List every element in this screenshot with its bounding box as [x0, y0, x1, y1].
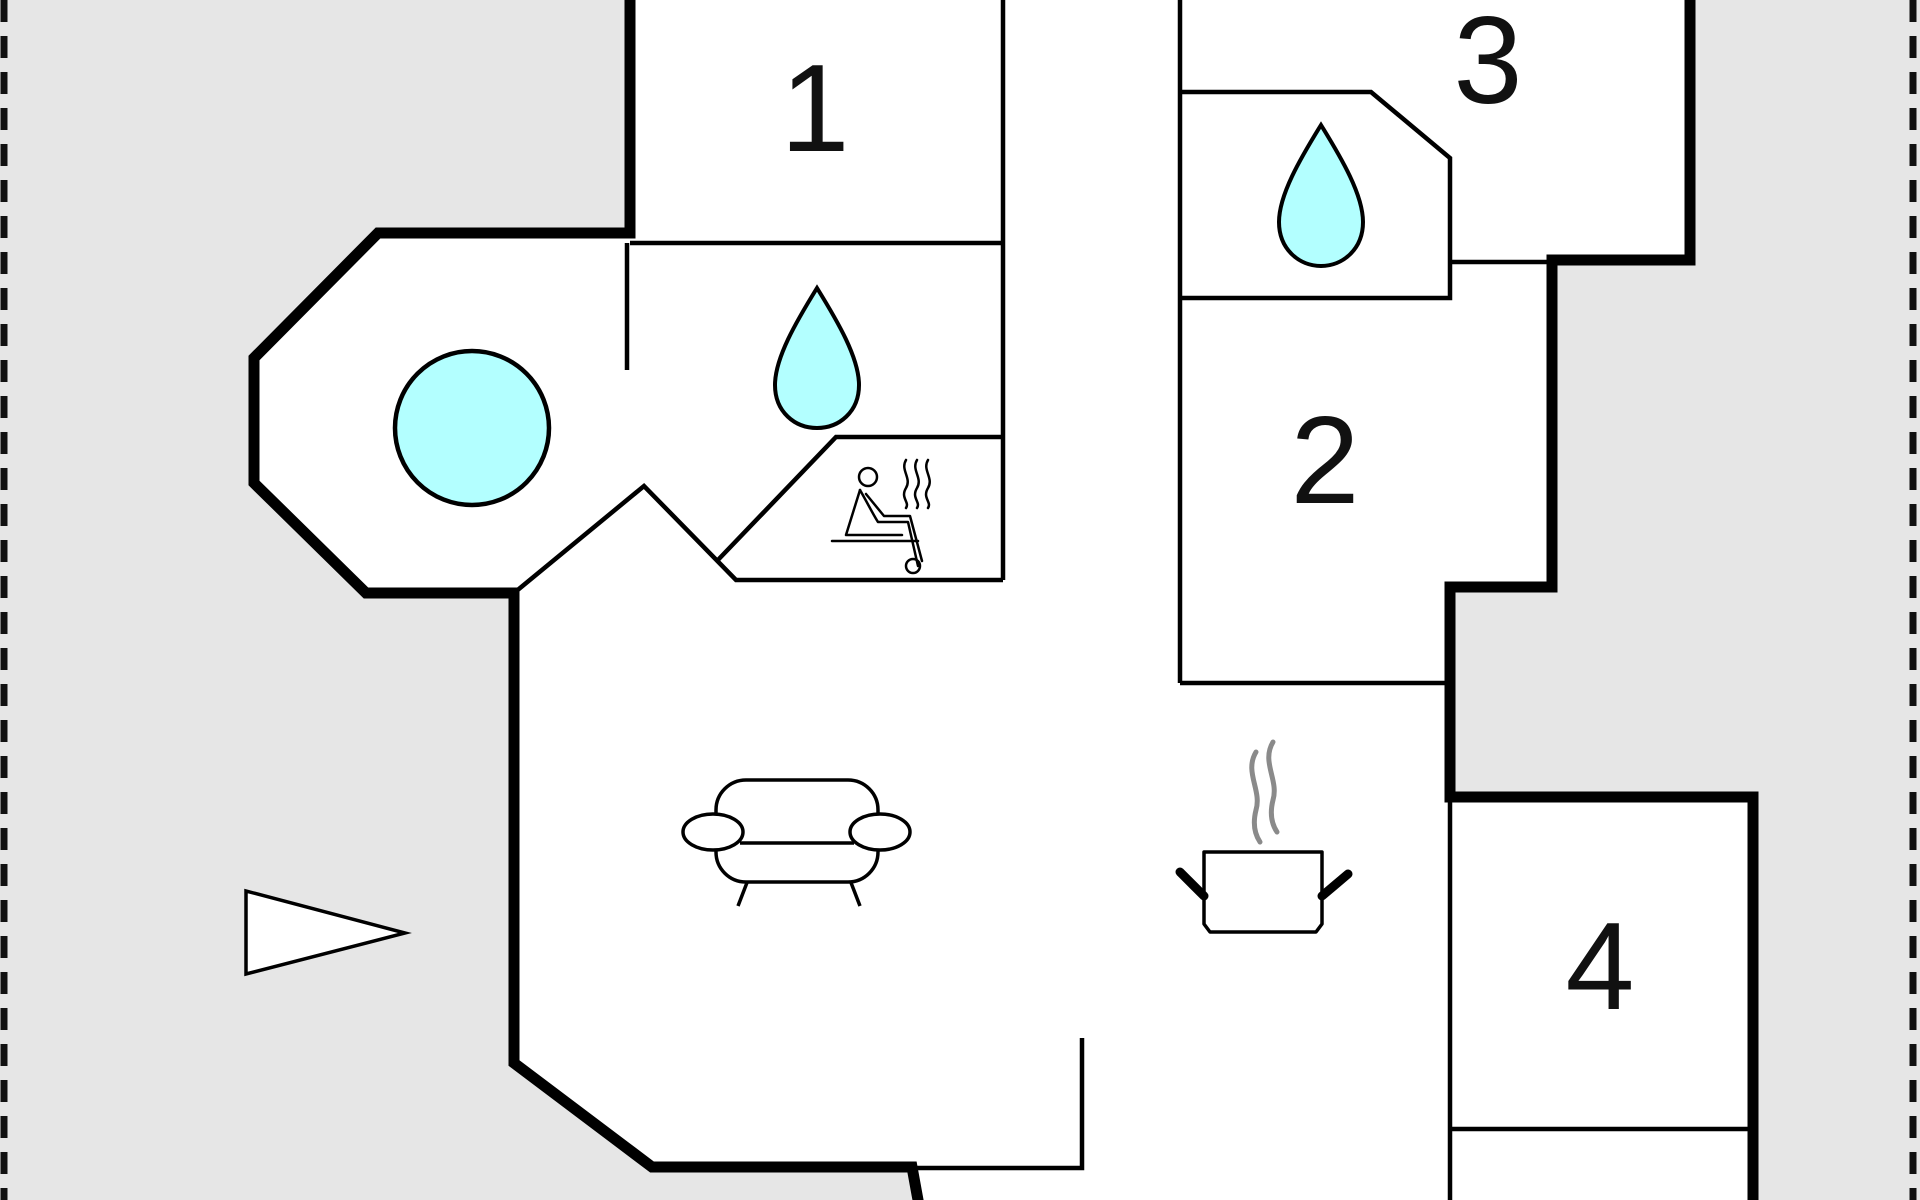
entrance-arrow-icon	[244, 888, 412, 977]
water-drop-icon	[772, 284, 862, 431]
room-label-1: 1	[781, 40, 850, 178]
exterior-walls	[248, 0, 1759, 1200]
hot-tub-icon	[392, 348, 552, 508]
room-label-4: 4	[1566, 898, 1635, 1036]
cooking-pot-icon	[1175, 739, 1353, 934]
interior-walls	[512, 0, 1753, 1200]
sauna-icon	[830, 458, 931, 575]
water-drop-icon	[1276, 121, 1366, 269]
sofa-icon	[681, 778, 912, 907]
room-label-3: 3	[1454, 0, 1523, 130]
room-label-2: 2	[1291, 392, 1360, 530]
